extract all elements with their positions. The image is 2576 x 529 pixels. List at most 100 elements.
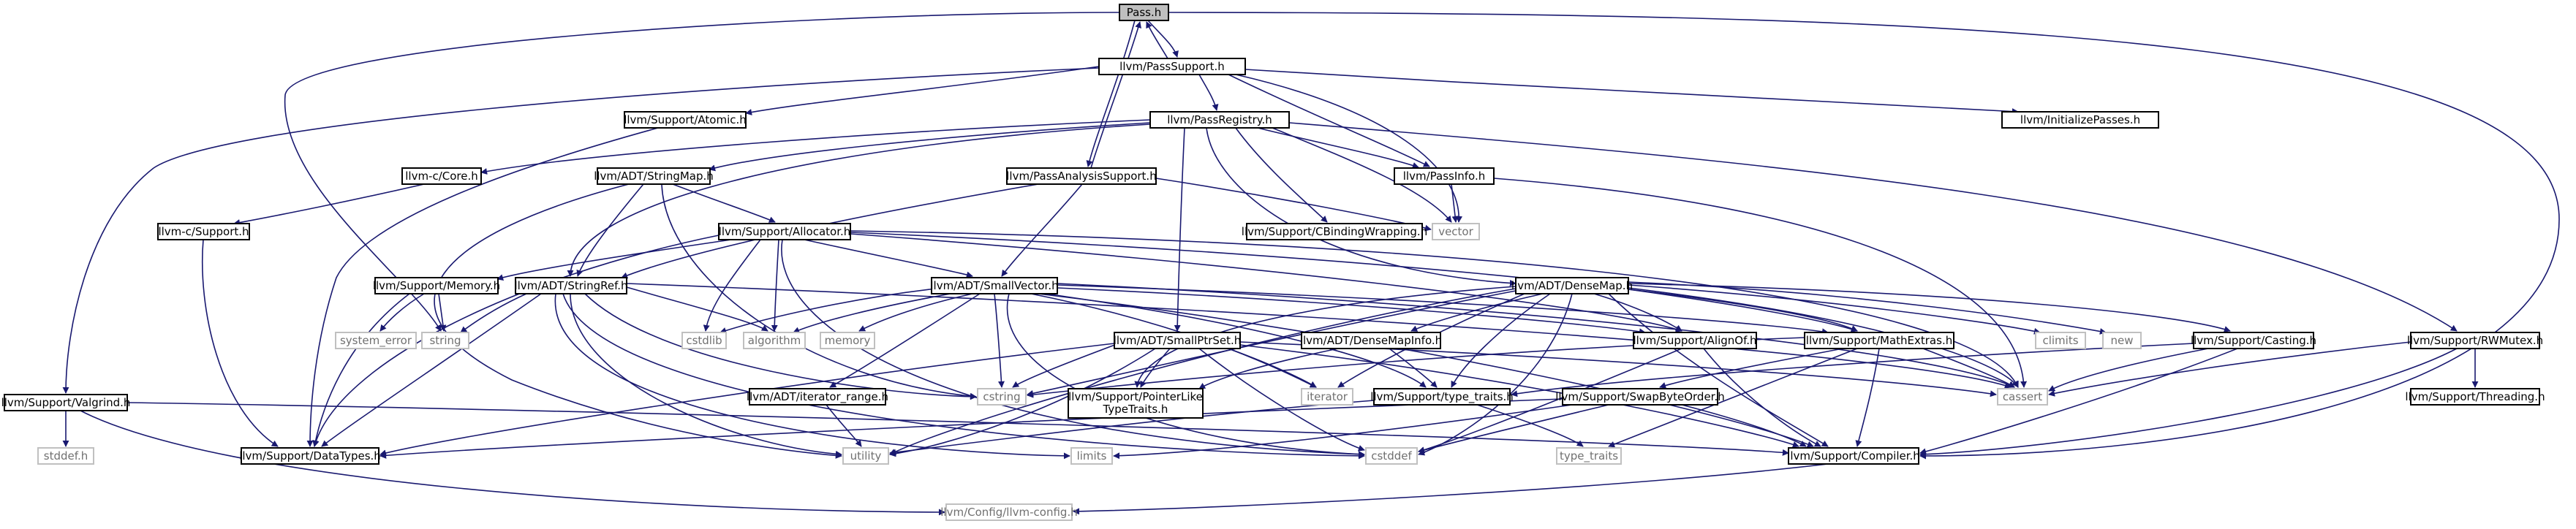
node-pass-support-label: llvm/PassSupport.h	[1119, 60, 1225, 73]
node-adt-smallptrset[interactable]: llvm/ADT/SmallPtrSet.h	[1114, 332, 1242, 349]
node-support-datatypes[interactable]: llvm/Support/DataTypes.h	[239, 447, 381, 465]
edge-swapbyteorder-to-datatypes	[379, 398, 1563, 459]
edge-typetraits-to-utility	[889, 400, 1375, 456]
edge-densemap-to-densemapinfo	[1410, 293, 1544, 332]
edge-passregistry-to-vector	[1272, 127, 1452, 223]
node-cstdlib[interactable]: cstdlib	[681, 332, 727, 349]
node-support-alignof[interactable]: llvm/Support/AlignOf.h	[1633, 332, 1757, 349]
node-initialize-passes-label: llvm/InitializePasses.h	[2020, 113, 2140, 126]
edge-smallvector-to-algorithm	[793, 293, 951, 333]
node-adt-stringref[interactable]: llvm/ADT/StringRef.h	[514, 277, 628, 294]
edge-smallptrset-to-pointerlike	[1140, 348, 1171, 388]
node-support-memory[interactable]: llvm/Support/Memory.h	[373, 277, 500, 294]
node-cbinding-wrapping[interactable]: llvm/Support/CBindingWrapping.h	[1242, 223, 1427, 240]
node-cstring[interactable]: cstring	[977, 388, 1027, 406]
edge-allocator-to-algorithm	[771, 239, 779, 332]
edge-passsupport-to-passregistry	[1198, 74, 1219, 111]
node-support-memory-label: llvm/Support/Memory.h	[373, 279, 500, 292]
edge-smallptrset-to-cstring	[1012, 343, 1119, 388]
node-string[interactable]: string	[421, 332, 469, 349]
dependency-edges	[62, 12, 2560, 516]
node-support-allocator-label: llvm/Support/Allocator.h	[719, 225, 851, 238]
edge-valgrind-to-compiler	[126, 402, 1789, 456]
node-pass-info[interactable]: llvm/PassInfo.h	[1394, 167, 1495, 185]
edge-passsupport-to-pass-up	[1146, 21, 1168, 59]
node-pass-registry-label: llvm/PassRegistry.h	[1167, 113, 1272, 126]
node-support-swapbyteorder-label: llvm/Support/SwapByteOrder.h	[1555, 390, 1725, 403]
node-support-valgrind-label: llvm/Support/Valgrind.h	[1, 396, 131, 409]
node-stddef[interactable]: stddef.h	[37, 447, 94, 465]
node-support-allocator[interactable]: llvm/Support/Allocator.h	[718, 223, 851, 240]
node-support-threading-label: llvm/Support/Threading.h	[2405, 390, 2545, 403]
node-support-atomic-label: llvm/Support/Atomic.h	[624, 113, 747, 126]
node-support-compiler[interactable]: llvm/Support/Compiler.h	[1787, 447, 1920, 465]
edge-allocator-to-cstdlib	[703, 239, 761, 332]
node-llvmc-core[interactable]: llvm-c/Core.h	[401, 167, 482, 185]
header-nodes: Pass.h llvm/PassSupport.h llvm/Support/A…	[1, 4, 2545, 521]
node-support-valgrind[interactable]: llvm/Support/Valgrind.h	[1, 394, 131, 411]
node-memory[interactable]: memory	[820, 332, 875, 349]
node-support-casting[interactable]: llvm/Support/Casting.h	[2191, 332, 2316, 349]
node-support-casting-label: llvm/Support/Casting.h	[2191, 334, 2316, 347]
node-utility[interactable]: utility	[842, 447, 889, 465]
edge-smallvector-to-cstddef	[1006, 293, 1365, 458]
node-adt-densemapinfo[interactable]: llvm/ADT/DenseMapInfo.h	[1300, 332, 1442, 349]
edge-stringref-to-utility	[570, 293, 842, 457]
node-adt-smallvector[interactable]: llvm/ADT/SmallVector.h	[930, 277, 1059, 294]
node-pass-analysis-support[interactable]: llvm/PassAnalysisSupport.h	[1006, 167, 1157, 185]
node-llvmc-core-label: llvm-c/Core.h	[405, 170, 478, 183]
node-pass-registry[interactable]: llvm/PassRegistry.h	[1149, 111, 1290, 129]
edge-stringref-to-cassert	[626, 283, 2012, 389]
node-support-rwmutex[interactable]: llvm/Support/RWMutex.h	[2407, 332, 2543, 349]
edge-smallvector-to-cstdlib	[719, 288, 937, 334]
edge-passregistry-to-stringref	[567, 123, 1151, 277]
node-cstddef[interactable]: cstddef	[1365, 447, 1418, 465]
node-support-mathextras-label: llvm/Support/MathExtras.h	[1806, 334, 1952, 347]
node-adt-iterator-range[interactable]: llvm/ADT/iterator_range.h	[747, 388, 888, 406]
node-string-label: string	[429, 334, 461, 347]
node-support-threading[interactable]: llvm/Support/Threading.h	[2405, 388, 2545, 406]
node-limits[interactable]: limits	[1070, 447, 1113, 465]
node-cassert[interactable]: cassert	[1997, 388, 2048, 406]
node-iterator[interactable]: iterator	[1301, 388, 1353, 406]
node-pointerlike-label-line1: llvm/Support/PointerLike	[1068, 390, 1203, 403]
node-support-swapbyteorder[interactable]: llvm/Support/SwapByteOrder.h	[1555, 388, 1725, 406]
node-system-error[interactable]: system_error	[335, 332, 417, 349]
node-support-type-traits[interactable]: llvm/Support/type_traits.h	[1370, 388, 1514, 406]
edge-casting-to-compiler	[1919, 348, 2238, 455]
edge-passsupport-to-initpasses	[1244, 69, 2019, 115]
node-pass-label: Pass.h	[1127, 6, 1161, 19]
node-pass[interactable]: Pass.h	[1119, 4, 1169, 21]
edge-atomic-to-datatypes	[306, 127, 659, 447]
edge-mathextras-to-cassert	[1922, 348, 2015, 388]
edge-typetraits-to-stdtypetraits	[1476, 404, 1584, 447]
node-llvmc-support[interactable]: llvm-c/Support.h	[157, 223, 250, 240]
node-climits[interactable]: climits	[2035, 332, 2086, 349]
node-pass-info-label: llvm/PassInfo.h	[1403, 170, 1485, 183]
node-support-datatypes-label: llvm/Support/DataTypes.h	[239, 449, 381, 463]
node-support-mathextras[interactable]: llvm/Support/MathExtras.h	[1804, 332, 1954, 349]
node-support-compiler-label: llvm/Support/Compiler.h	[1787, 449, 1920, 463]
edge-smallvector-to-compiler	[1038, 293, 1814, 448]
edge-smallptrset-to-cstddef	[1198, 348, 1365, 452]
node-new[interactable]: new	[2102, 332, 2142, 349]
edge-rwmutex-to-compiler	[1919, 348, 2458, 458]
node-adt-stringmap[interactable]: llvm/ADT/StringMap.h	[594, 167, 714, 185]
node-cstdlib-label: cstdlib	[686, 334, 722, 347]
node-vector[interactable]: vector	[1432, 223, 1480, 240]
node-adt-densemap-label: llvm/ADT/DenseMap.h	[1511, 279, 1633, 292]
node-pass-support[interactable]: llvm/PassSupport.h	[1098, 58, 1246, 75]
edge-allocator-to-cstddef	[781, 239, 1365, 458]
node-adt-iterator-range-label: llvm/ADT/iterator_range.h	[747, 390, 888, 404]
node-initialize-passes[interactable]: llvm/InitializePasses.h	[2001, 111, 2159, 129]
node-utility-label: utility	[850, 449, 882, 463]
node-std-type-traits[interactable]: type_traits	[1556, 447, 1622, 465]
edge-densemap-to-iterator	[1337, 293, 1525, 388]
edge-densemapinfo-to-pointerlike	[1198, 348, 1339, 389]
node-algorithm[interactable]: algorithm	[743, 332, 806, 349]
node-llvm-config[interactable]: llvm/Config/llvm-config.h	[940, 503, 1078, 521]
edge-stringref-to-cstring	[584, 293, 977, 400]
node-support-atomic[interactable]: llvm/Support/Atomic.h	[624, 111, 747, 129]
node-adt-densemap[interactable]: llvm/ADT/DenseMap.h	[1511, 277, 1633, 294]
